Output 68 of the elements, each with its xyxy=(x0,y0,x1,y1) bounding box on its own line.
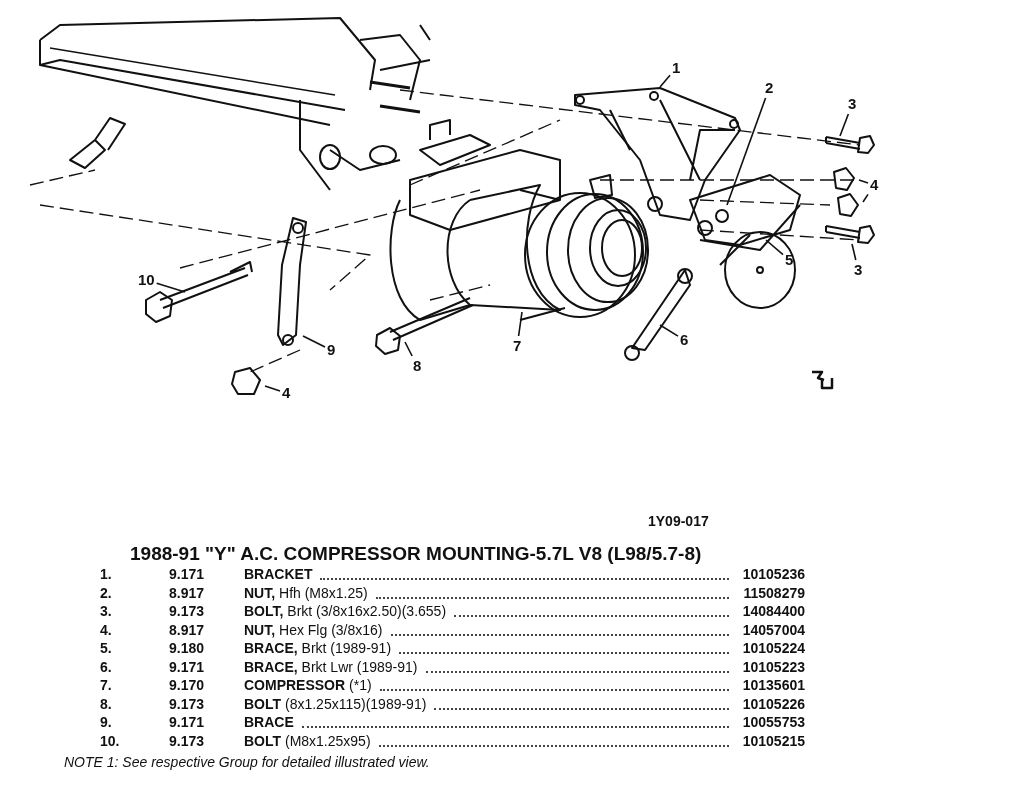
part-description: BRACE xyxy=(244,714,294,730)
leader-line xyxy=(264,385,281,392)
leader-line xyxy=(155,282,186,293)
leader-line xyxy=(851,243,857,261)
callout-number: 10 xyxy=(138,272,155,288)
part-number: 10055753 xyxy=(742,714,805,730)
item-number: 3. xyxy=(100,603,113,619)
table-note: NOTE 1: See respective Group for detailed illustrated view. xyxy=(64,754,430,770)
callout-number: 4 xyxy=(282,385,291,401)
item-number: 7. xyxy=(100,677,113,693)
group-number: 9.171 xyxy=(167,658,205,675)
leader-line xyxy=(659,74,671,88)
part-description: COMPRESSOR (*1) xyxy=(244,677,372,693)
drawing-number: 1Y09-017 xyxy=(648,513,709,529)
part-description: BRACE, Brkt Lwr (1989-91) xyxy=(244,658,418,675)
callout-number: 3 xyxy=(854,262,863,278)
leader-line xyxy=(765,239,784,256)
part-number: 10105223 xyxy=(742,658,805,675)
leader-line xyxy=(726,97,767,206)
leader-line xyxy=(839,113,850,137)
table-title: 1988-91 "Y" A.C. COMPRESSOR MOUNTING-5.7L V8 (L98/5.7-8) xyxy=(130,543,702,565)
group-number: 9.170 xyxy=(167,677,205,693)
item-number: 9. xyxy=(100,714,113,730)
callout-number: 3 xyxy=(848,96,857,112)
group-number: 9.171 xyxy=(167,714,205,730)
callout-number: 7 xyxy=(513,338,522,354)
group-number: 8.917 xyxy=(167,621,205,638)
part-description: BRACE, Brkt (1989-91) xyxy=(244,640,392,656)
group-number: 8.917 xyxy=(167,584,205,601)
part-number: 10105226 xyxy=(742,695,805,712)
group-number: 9.173 xyxy=(167,603,205,619)
callout-number: 9 xyxy=(327,342,336,358)
callout-number: 8 xyxy=(413,358,422,374)
group-number: 9.180 xyxy=(167,640,205,656)
part-number: 10105215 xyxy=(742,732,805,749)
leader-line xyxy=(302,335,326,348)
item-number: 5. xyxy=(100,640,113,656)
item-number: 10. xyxy=(100,732,121,749)
item-number: 8. xyxy=(100,695,113,712)
part-description: BOLT, Brkt (3/8x16x2.50)(3.655) xyxy=(244,603,447,619)
part-number: 10105224 xyxy=(742,640,805,656)
part-number: 10105236 xyxy=(742,566,805,582)
callout-number: 5 xyxy=(785,252,794,268)
group-number: 9.173 xyxy=(167,695,205,712)
part-description: BRACKET xyxy=(244,566,313,582)
callout-number: 6 xyxy=(680,332,689,348)
group-number: 9.171 xyxy=(167,566,205,582)
part-description: BOLT (M8x1.25x95) xyxy=(244,732,371,749)
leader-line xyxy=(517,311,523,337)
part-description: BOLT (8x1.25x115)(1989-91) xyxy=(244,695,427,712)
item-number: 6. xyxy=(100,658,113,675)
callout-number: 2 xyxy=(765,80,774,96)
leader-line xyxy=(862,193,869,203)
item-number: 2. xyxy=(100,584,113,601)
leader-line xyxy=(404,341,413,357)
part-description: NUT, Hex Flg (3/8x16) xyxy=(244,621,383,638)
group-number: 9.173 xyxy=(167,732,205,749)
part-description: NUT, Hfh (M8x1.25) xyxy=(244,584,368,601)
callout-number: 4 xyxy=(870,177,879,193)
leader-line xyxy=(858,179,869,184)
part-number: 14084400 xyxy=(742,603,805,619)
item-number: 1. xyxy=(100,566,113,582)
part-number: 10135601 xyxy=(742,677,805,693)
leader-line xyxy=(659,324,679,337)
part-number: 14057004 xyxy=(742,621,805,638)
item-number: 4. xyxy=(100,621,113,638)
part-number: 11508279 xyxy=(743,584,805,601)
callout-number: 1 xyxy=(672,60,681,76)
